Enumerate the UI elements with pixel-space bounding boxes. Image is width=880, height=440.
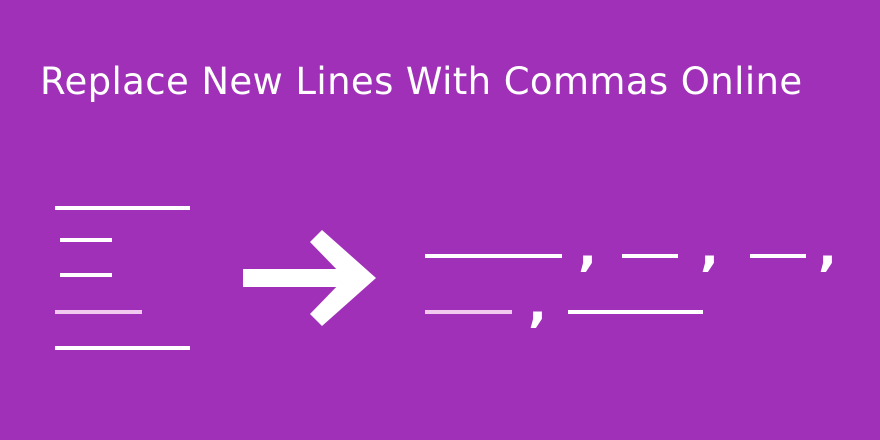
arrow-head xyxy=(310,230,376,326)
comma-4: , xyxy=(528,275,547,333)
comma-2: , xyxy=(700,219,719,277)
comma-1: , xyxy=(578,219,597,277)
comma-separated-lines-icon: , , , , xyxy=(425,219,837,333)
arrow-right-icon xyxy=(243,230,376,326)
arrow-shaft xyxy=(243,269,348,287)
lines-list-icon xyxy=(55,206,190,350)
banner-title: Replace New Lines With Commas Online xyxy=(40,60,803,103)
comma-3: , xyxy=(818,219,837,277)
